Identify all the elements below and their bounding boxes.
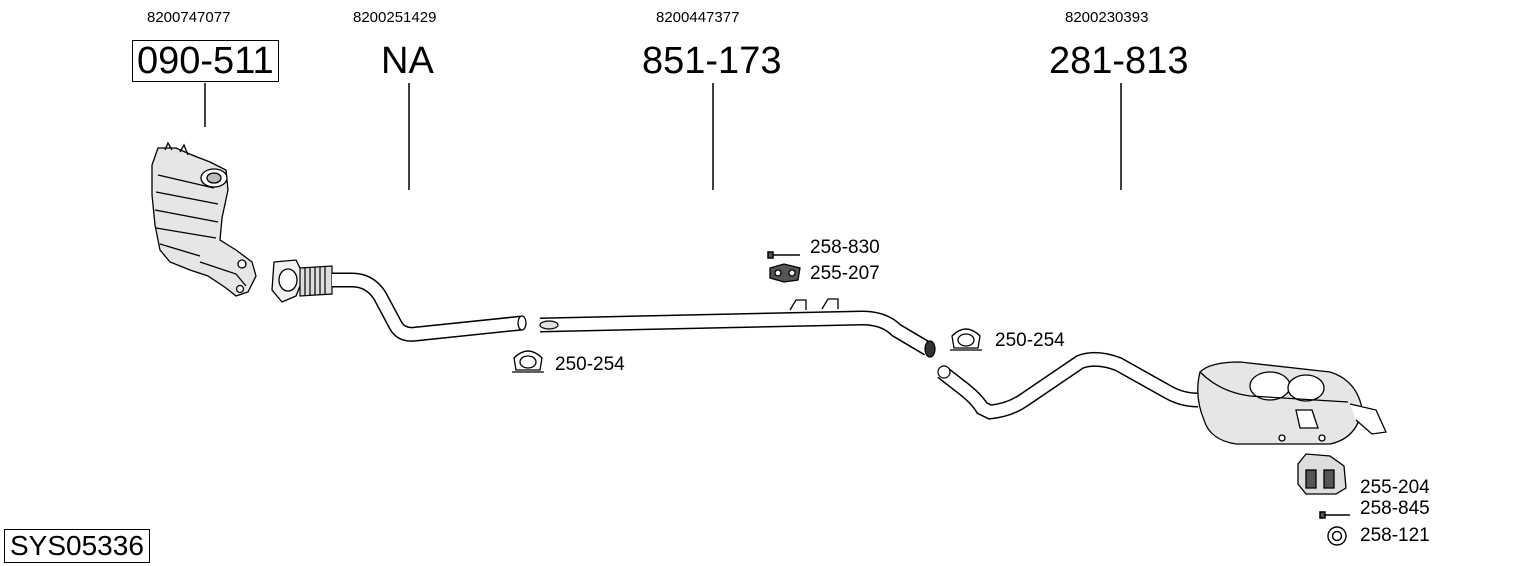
part-label-clamp-rear[interactable]: 250-254 xyxy=(995,330,1065,351)
pipe-clamp-icon xyxy=(950,328,982,351)
part-label-clamp-front[interactable]: 250-254 xyxy=(555,354,625,375)
oem-number-catalyst: 8200747077 xyxy=(147,9,231,26)
bolt-icon xyxy=(767,251,800,259)
oem-number-centre-pipe: 8200447377 xyxy=(656,9,740,26)
rear-silencer-icon xyxy=(1197,361,1387,445)
part-label-bracket[interactable]: 255-204 xyxy=(1360,477,1430,498)
system-code: SYS05336 xyxy=(4,529,150,563)
part-code-na: NA xyxy=(381,40,434,82)
bolt-icon xyxy=(1319,511,1350,519)
part-label-rubber-hanger[interactable]: 255-207 xyxy=(810,263,880,284)
oem-number-rear-silencer: 8200230393 xyxy=(1065,9,1149,26)
part-label-bolt[interactable]: 258-830 xyxy=(810,237,880,258)
oem-number-na: 8200251429 xyxy=(353,9,437,26)
part-label-washer[interactable]: 258-121 xyxy=(1360,525,1430,546)
rubber-hanger-icon xyxy=(769,263,801,283)
catalytic-converter-icon xyxy=(151,141,257,297)
flex-pipe-icon xyxy=(299,265,333,297)
bracket-icon xyxy=(1297,453,1347,495)
part-code-rear-silencer[interactable]: 281-813 xyxy=(1049,40,1189,82)
part-label-bolt-rear[interactable]: 258-845 xyxy=(1360,498,1430,519)
flange-icon xyxy=(271,259,305,303)
pipe-clamp-icon xyxy=(512,350,544,373)
part-code-catalyst[interactable]: 090-511 xyxy=(132,40,279,82)
part-code-centre-pipe[interactable]: 851-173 xyxy=(642,40,782,82)
washer-ring-icon xyxy=(1327,526,1347,546)
